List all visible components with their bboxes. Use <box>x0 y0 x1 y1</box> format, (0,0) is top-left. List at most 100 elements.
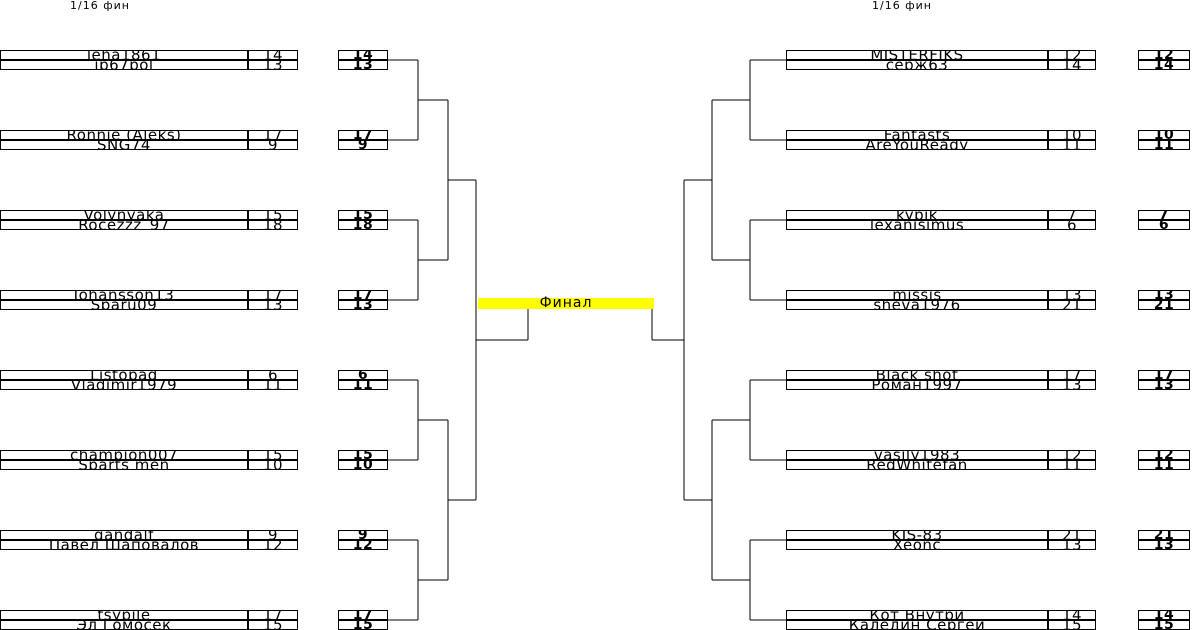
right-round-label: 1/16 фин <box>872 0 932 12</box>
right-score: 11 <box>1048 460 1096 470</box>
left-result: 14 <box>338 50 388 60</box>
right-result: 21 <box>1138 300 1190 310</box>
right-player-name: MISTERFIKS <box>786 50 1048 60</box>
right-score: 6 <box>1048 220 1096 230</box>
right-player-name: Каледин Сергей <box>786 620 1048 630</box>
right-result: 17 <box>1138 370 1190 380</box>
right-result: 14 <box>1138 60 1190 70</box>
left-player-name: Johansson13 <box>0 290 248 300</box>
left-result: 15 <box>338 450 388 460</box>
left-result: 18 <box>338 220 388 230</box>
left-player-name: Rocezzz_97 <box>0 220 248 230</box>
left-result: 15 <box>338 620 388 630</box>
left-player-name: gandalf <box>0 530 248 540</box>
right-result: 11 <box>1138 460 1190 470</box>
right-score: 12 <box>1048 450 1096 460</box>
right-player-name: sheva1976 <box>786 300 1048 310</box>
left-result: 13 <box>338 300 388 310</box>
right-score: 12 <box>1048 50 1096 60</box>
left-score: 17 <box>248 130 298 140</box>
left-player-name: Эл Гомосек <box>0 620 248 630</box>
right-score: 17 <box>1048 370 1096 380</box>
left-result: 9 <box>338 140 388 150</box>
left-player-name: Listopad <box>0 370 248 380</box>
left-score: 14 <box>248 50 298 60</box>
left-result: 17 <box>338 610 388 620</box>
left-score: 9 <box>248 140 298 150</box>
left-score: 15 <box>248 450 298 460</box>
left-player-name: Vladimir1979 <box>0 380 248 390</box>
right-score: 21 <box>1048 300 1096 310</box>
left-score: 10 <box>248 460 298 470</box>
right-score: 21 <box>1048 530 1096 540</box>
right-score: 11 <box>1048 140 1096 150</box>
left-player-name: tsypile <box>0 610 248 620</box>
left-player-name: Volynyaka <box>0 210 248 220</box>
left-score: 17 <box>248 290 298 300</box>
right-result: 10 <box>1138 130 1190 140</box>
right-player-name: lexanisimus <box>786 220 1048 230</box>
right-result: 7 <box>1138 210 1190 220</box>
left-player-name: leha1861 <box>0 50 248 60</box>
left-result: 17 <box>338 290 388 300</box>
right-score: 15 <box>1048 620 1096 630</box>
right-player-name: Fantasts <box>786 130 1048 140</box>
left-score: 18 <box>248 220 298 230</box>
right-result: 13 <box>1138 540 1190 550</box>
right-player-name: Кот Внутри <box>786 610 1048 620</box>
left-result: 11 <box>338 380 388 390</box>
left-score: 15 <box>248 620 298 630</box>
right-result: 21 <box>1138 530 1190 540</box>
left-score: 15 <box>248 210 298 220</box>
right-player-name: серж63 <box>786 60 1048 70</box>
right-player-name: RedWhitefan <box>786 460 1048 470</box>
right-player-name: Xeonc <box>786 540 1048 550</box>
right-score: 14 <box>1048 60 1096 70</box>
left-result: 17 <box>338 130 388 140</box>
right-score: 13 <box>1048 290 1096 300</box>
right-player-name: Black shot <box>786 370 1048 380</box>
left-result: 12 <box>338 540 388 550</box>
left-player-name: Павел Шаповалов <box>0 540 248 550</box>
right-result: 11 <box>1138 140 1190 150</box>
right-result: 15 <box>1138 620 1190 630</box>
right-result: 12 <box>1138 50 1190 60</box>
right-result: 13 <box>1138 290 1190 300</box>
left-score: 6 <box>248 370 298 380</box>
final-label: Финал <box>478 296 654 310</box>
left-score: 13 <box>248 60 298 70</box>
right-result: 12 <box>1138 450 1190 460</box>
right-player-name: Роман1997 <box>786 380 1048 390</box>
right-result: 13 <box>1138 380 1190 390</box>
left-result: 13 <box>338 60 388 70</box>
right-score: 10 <box>1048 130 1096 140</box>
right-score: 13 <box>1048 380 1096 390</box>
left-score: 9 <box>248 530 298 540</box>
right-score: 7 <box>1048 210 1096 220</box>
left-player-name: ip67pol <box>0 60 248 70</box>
left-score: 13 <box>248 300 298 310</box>
left-score: 11 <box>248 380 298 390</box>
right-player-name: missis <box>786 290 1048 300</box>
left-player-name: Sparu09 <box>0 300 248 310</box>
left-result: 10 <box>338 460 388 470</box>
right-result: 14 <box>1138 610 1190 620</box>
right-player-name: vasily1983 <box>786 450 1048 460</box>
left-player-name: champion007 <box>0 450 248 460</box>
right-score: 14 <box>1048 610 1096 620</box>
left-score: 17 <box>248 610 298 620</box>
left-result: 9 <box>338 530 388 540</box>
left-result: 6 <box>338 370 388 380</box>
right-score: 13 <box>1048 540 1096 550</box>
right-player-name: KIS-83 <box>786 530 1048 540</box>
left-player-name: Ronnie (Aleks) <box>0 130 248 140</box>
right-player-name: kypik <box>786 210 1048 220</box>
right-result: 6 <box>1138 220 1190 230</box>
left-round-label: 1/16 фин <box>70 0 130 12</box>
left-player-name: Sparts men <box>0 460 248 470</box>
left-player-name: SNG74 <box>0 140 248 150</box>
left-result: 15 <box>338 210 388 220</box>
right-player-name: AreYouReady <box>786 140 1048 150</box>
left-score: 12 <box>248 540 298 550</box>
